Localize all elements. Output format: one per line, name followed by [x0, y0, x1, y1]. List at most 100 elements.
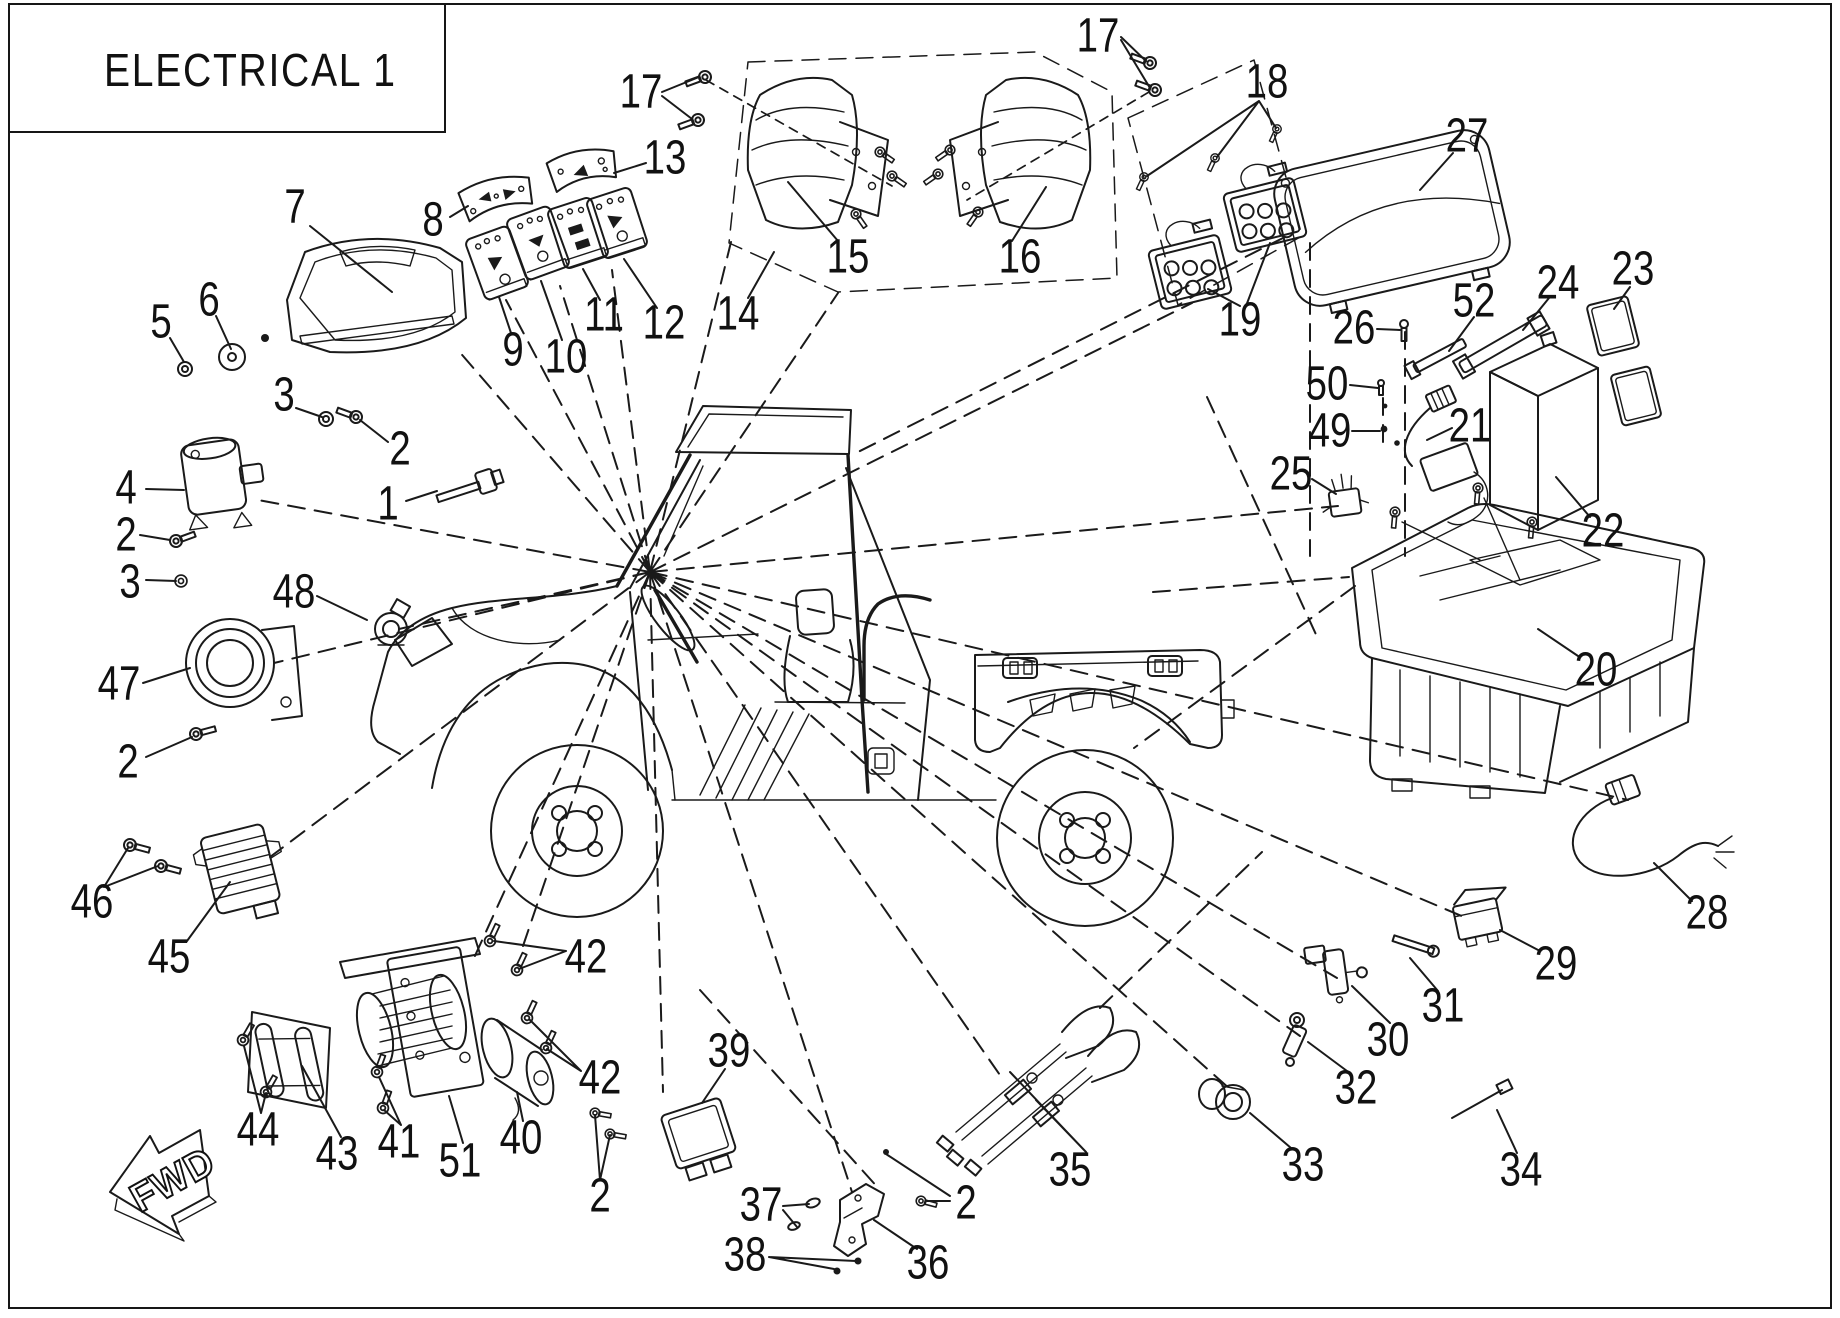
sensor-33: [1198, 1078, 1251, 1120]
callout-label-2: 2: [115, 508, 137, 562]
callout-label-27: 27: [1445, 109, 1489, 163]
cdi-unit-39: [588, 1097, 737, 1182]
circuit-breaker-25: [1322, 473, 1370, 518]
callout-label-37: 37: [739, 1178, 783, 1232]
bolt-17: [1133, 76, 1164, 99]
page-border: [8, 3, 1832, 1309]
callout-label-25: 25: [1269, 447, 1313, 501]
callout-label-36: 36: [906, 1236, 950, 1290]
callout-label-2: 2: [389, 422, 411, 476]
leader-lines: [103, 36, 1693, 1270]
callout-label-49: 49: [1308, 404, 1352, 458]
callout-label-19: 19: [1218, 293, 1262, 347]
battery-pads: [1586, 295, 1662, 427]
callout-label-7: 7: [284, 180, 306, 234]
bolt-31: [1391, 934, 1440, 958]
jumper-cable-28: [1571, 774, 1735, 877]
relay-group: [1127, 59, 1309, 311]
shift-cables-35: [935, 1005, 1140, 1177]
callout-label-14: 14: [716, 287, 760, 341]
callout-label-47: 47: [97, 657, 141, 711]
callout-label-15: 15: [826, 230, 870, 284]
regulator-45: [192, 823, 282, 920]
callout-label-46: 46: [70, 875, 114, 929]
vehicle-illustration: [370, 405, 1235, 927]
speedometer-part: [261, 237, 467, 354]
headlight-group: [676, 49, 1164, 293]
starter-cable: [1403, 384, 1489, 526]
callout-label-51: 51: [438, 1134, 482, 1188]
ignition-coil-4: [180, 436, 265, 531]
battery-tray: [1351, 481, 1706, 799]
callout-label-6: 6: [198, 273, 220, 327]
callout-label-52: 52: [1452, 274, 1496, 328]
callout-label-17: 17: [1076, 9, 1120, 63]
callout-label-18: 18: [1245, 55, 1289, 109]
headlight-right: [921, 76, 1092, 230]
callout-label-41: 41: [377, 1115, 421, 1169]
page-title: ELECTRICAL 1: [104, 44, 397, 96]
callout-label-22: 22: [1581, 504, 1625, 558]
battery-strap: [1451, 310, 1551, 380]
battery: [1489, 331, 1599, 531]
callout-label-38: 38: [723, 1228, 767, 1282]
callout-label-42: 42: [578, 1051, 622, 1105]
callout-label-24: 24: [1536, 256, 1580, 310]
callout-label-3: 3: [273, 368, 295, 422]
sensor-30: [1303, 944, 1368, 1004]
callout-label-45: 45: [147, 930, 191, 984]
callout-label-34: 34: [1499, 1143, 1543, 1197]
callout-label-50: 50: [1305, 357, 1349, 411]
callout-label-1: 1: [377, 477, 399, 531]
callout-label-23: 23: [1611, 242, 1655, 296]
bracket-36: [833, 1183, 885, 1257]
sensor-1: [435, 468, 505, 504]
fwd-arrow: [109, 1129, 217, 1242]
callout-label-42: 42: [564, 930, 608, 984]
washers-37: [787, 1197, 821, 1231]
bolt-17: [683, 68, 714, 91]
callout-label-29: 29: [1534, 937, 1578, 991]
sensor-32: [1282, 1012, 1308, 1067]
callout-label-17: 17: [619, 65, 663, 119]
callout-label-43: 43: [315, 1127, 359, 1181]
bolt-17: [676, 111, 707, 134]
callout-label-9: 9: [502, 323, 524, 377]
callout-label-12: 12: [642, 296, 686, 350]
callout-label-33: 33: [1281, 1138, 1325, 1192]
callout-label-11: 11: [584, 288, 624, 342]
cable-tie-34: [1451, 1078, 1514, 1119]
callout-label-44: 44: [236, 1103, 280, 1157]
callout-label-31: 31: [1421, 979, 1465, 1033]
title-box: ELECTRICAL 1: [8, 3, 446, 133]
callout-label-40: 40: [499, 1111, 543, 1165]
callout-label-5: 5: [150, 295, 172, 349]
battery-box-lid: [1273, 129, 1511, 314]
reference-lines: [257, 236, 1629, 1193]
callout-label-3: 3: [119, 555, 141, 609]
winch-assembly: [234, 921, 560, 1121]
callout-label-8: 8: [422, 193, 444, 247]
callout-label-16: 16: [998, 230, 1042, 284]
callout-label-26: 26: [1332, 301, 1376, 355]
washer-part: [177, 343, 246, 377]
horn-47: [185, 618, 303, 721]
callout-label-48: 48: [272, 565, 316, 619]
callout-label-4: 4: [115, 461, 137, 515]
callout-label-35: 35: [1048, 1143, 1092, 1197]
callout-label-32: 32: [1334, 1061, 1378, 1115]
callout-label-2: 2: [589, 1169, 611, 1223]
callout-label-20: 20: [1574, 643, 1618, 697]
screws-38: [833, 1149, 939, 1275]
switch-panels: [457, 148, 648, 301]
callout-label-39: 39: [707, 1024, 751, 1078]
callout-label-30: 30: [1366, 1013, 1410, 1067]
fuse-link-rod: [1403, 338, 1467, 381]
callout-label-13: 13: [643, 131, 687, 185]
callout-label-2: 2: [117, 735, 139, 789]
callout-label-10: 10: [544, 330, 588, 384]
callout-label-21: 21: [1448, 399, 1492, 453]
callout-label-2: 2: [955, 1176, 977, 1230]
